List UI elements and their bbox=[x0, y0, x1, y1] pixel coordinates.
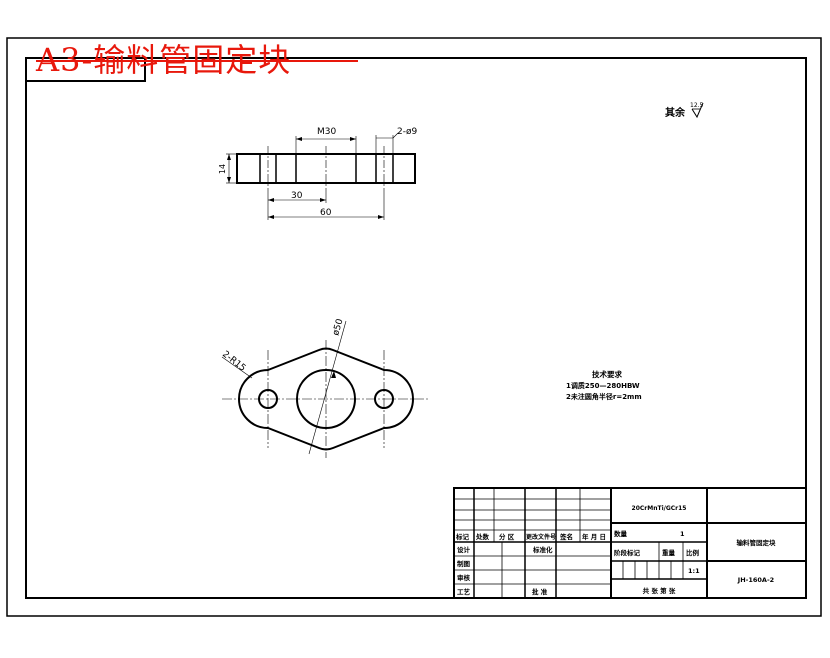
tb-header-zone: 分 区 bbox=[499, 532, 515, 541]
tech-req-title: 技术要求 bbox=[592, 369, 622, 379]
outer-border bbox=[6, 37, 822, 617]
tb-stage-label: 阶段标记 bbox=[614, 548, 641, 557]
tb-header-change-doc: 更改文件号 bbox=[526, 533, 556, 541]
tb-header-mark: 标记 bbox=[455, 532, 470, 541]
dim-holes: 2-ø9 bbox=[397, 127, 417, 137]
tb-designer: 设计 bbox=[457, 545, 471, 554]
banner-strike-line bbox=[36, 60, 358, 62]
tb-qty-value: 1 bbox=[680, 530, 685, 538]
dim-overall: 60 bbox=[320, 208, 332, 218]
tb-qty-label: 数量 bbox=[614, 529, 628, 538]
tech-req-line2: 2未注圆角半径r=2mm bbox=[566, 392, 642, 401]
roughness-symbol bbox=[691, 102, 704, 119]
surface-note-label: 其余 bbox=[665, 106, 686, 119]
tb-header-count: 处数 bbox=[475, 532, 490, 541]
dim-thickness: 14 bbox=[218, 164, 227, 174]
tb-header-signature: 签名 bbox=[559, 532, 573, 541]
title-block bbox=[453, 487, 807, 599]
tb-drawing-number: JH-160A-2 bbox=[737, 576, 774, 584]
front-view: M30 2-ø9 14 30 60 bbox=[218, 127, 417, 220]
tb-sheet-info: 共 张 第 张 bbox=[643, 586, 676, 595]
tb-drawing: 制图 bbox=[457, 559, 471, 568]
tb-part-name: 输料管固定块 bbox=[737, 538, 777, 547]
inner-frame bbox=[25, 57, 807, 599]
top-view: ø50 2-R15 bbox=[220, 318, 430, 458]
tb-process: 工艺 bbox=[457, 587, 471, 596]
dim-radius: 2-R15 bbox=[220, 349, 247, 373]
tb-review: 审核 bbox=[457, 573, 471, 582]
stamp-box bbox=[25, 57, 146, 82]
tech-req-line1: 1调质250—280HBW bbox=[566, 381, 640, 390]
tb-approval: 批 准 bbox=[532, 587, 548, 596]
tb-weight-label: 重量 bbox=[662, 548, 676, 557]
tb-header-date: 年 月 日 bbox=[582, 532, 606, 541]
dim-bore: ø50 bbox=[331, 318, 345, 337]
tb-scale-value: 1:1 bbox=[688, 567, 700, 575]
tb-material: 20CrMnTi/GCr15 bbox=[632, 505, 687, 512]
tb-scale-label: 比例 bbox=[686, 548, 700, 557]
dim-thread: M30 bbox=[317, 127, 336, 137]
surface-note-roughness: 12.5 bbox=[690, 102, 704, 109]
tb-standardization: 标准化 bbox=[532, 545, 553, 554]
dim-hole-spacing: 30 bbox=[291, 191, 303, 201]
